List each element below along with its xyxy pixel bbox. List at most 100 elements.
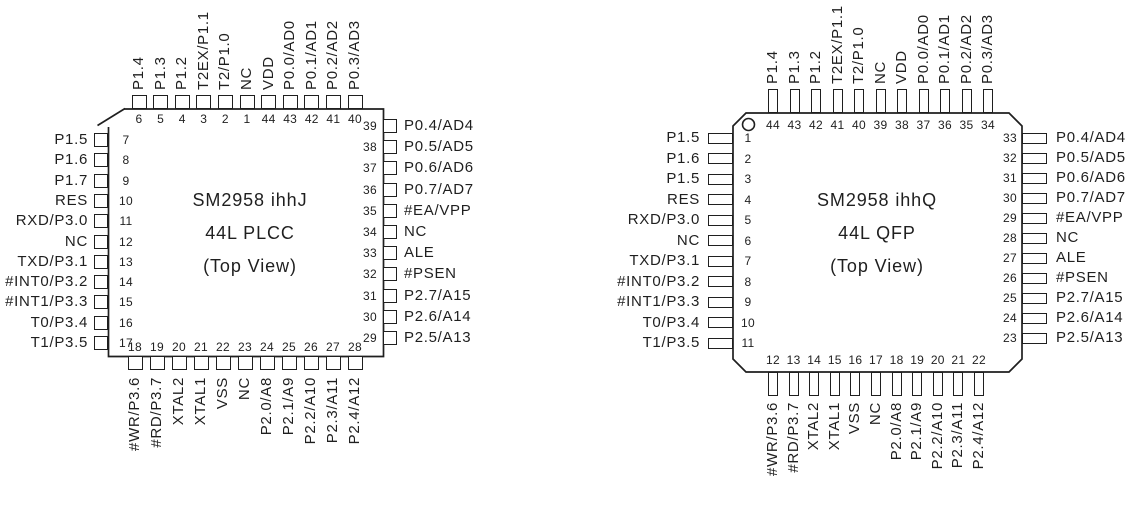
pin-number: 37 [363, 161, 377, 176]
qfp-pin-box [974, 372, 984, 396]
pin-label: ALE [404, 244, 435, 262]
pin-label: RES [55, 191, 88, 209]
pin-number: 1 [243, 112, 251, 126]
pin-label: TXD/P3.1 [629, 252, 700, 269]
pin-number: 1 [744, 131, 752, 145]
pin-number: 20 [930, 353, 945, 367]
plcc-pin-box [131, 95, 147, 109]
pin-number: 44 [261, 112, 276, 126]
pin-number: 39 [873, 118, 888, 132]
pin-label: RXD/P3.0 [627, 211, 700, 228]
pin-number: 12 [766, 353, 780, 367]
pin-number: 42 [809, 118, 823, 132]
pin-label: #WR/P3.6 [764, 402, 781, 476]
pin-number: 14 [119, 275, 133, 290]
pin-label: P0.0/AD0 [914, 14, 932, 84]
pin-label: T2/P1.0 [850, 26, 867, 84]
plcc-pin-box [94, 336, 108, 350]
pin-label: T0/P3.4 [642, 313, 700, 331]
pin-label: T1/P3.5 [30, 334, 88, 351]
qfp-pin-box [832, 89, 843, 113]
pin-number: 44 [766, 118, 780, 132]
pin-number: 34 [363, 225, 377, 239]
pin-number: 30 [363, 309, 377, 324]
pin-label: VDD [259, 56, 277, 90]
pin-number: 17 [119, 336, 133, 350]
pin-number: 13 [786, 353, 801, 367]
pin-number: 10 [119, 193, 133, 208]
pin-number: 4 [178, 112, 186, 126]
pin-label: ALE [1056, 249, 1087, 266]
plcc-pin-box [304, 95, 320, 109]
qfp-pin-box [932, 372, 943, 396]
pin-label: NC [1056, 229, 1080, 246]
pin-label: P0.6/AD6 [404, 159, 474, 177]
pin-number: 21 [951, 353, 966, 367]
qfp-pin-box [1022, 272, 1047, 284]
qfp-pin-box [768, 372, 778, 396]
chip-view: (Top View) [830, 256, 924, 276]
pin-number: 28 [1003, 231, 1017, 245]
pin-number: 41 [326, 112, 341, 126]
pin-label: P2.7/A15 [1056, 289, 1124, 306]
plcc-pin-box [383, 309, 397, 324]
pin-number: 25 [282, 340, 296, 354]
pin-label: P1.3 [151, 56, 169, 90]
pin-number: 9 [122, 173, 130, 188]
qfp-body-outline [732, 112, 1023, 373]
plcc-body-outline [107, 108, 385, 358]
qfp-pin-box [708, 296, 733, 308]
plcc-title-block: SM2958 ihhJ 44L PLCC (Top View) [193, 184, 308, 283]
pin-label: P2.4/A12 [970, 402, 987, 470]
pin-label: NC [676, 231, 700, 249]
pin-number: 22 [216, 340, 230, 354]
pin-number: 35 [363, 203, 377, 218]
pin-number: 23 [1003, 331, 1017, 345]
qfp-pin-box [788, 372, 799, 396]
pin-label: P1.7 [54, 171, 88, 189]
qfp-pin-box [940, 89, 950, 113]
pin-label: P1.5 [666, 170, 700, 187]
plcc-pin-box [171, 356, 187, 370]
pin-number: 32 [363, 267, 377, 282]
pin-label: NC [871, 60, 889, 84]
pin-label: P0.5/AD5 [404, 138, 474, 156]
pin-number: 19 [910, 353, 925, 367]
pin-number: 27 [1003, 251, 1017, 265]
pin-number: 29 [1003, 211, 1017, 225]
pin-label: P2.7/A15 [404, 286, 472, 304]
pin-label: VSS [214, 377, 231, 410]
qfp-pin-box [875, 89, 886, 113]
pin-label: NC [404, 223, 428, 240]
pin-label: P1.5 [54, 131, 88, 148]
plcc-pin-box [94, 193, 108, 208]
pin-label: XTAL1 [825, 402, 843, 451]
qfp-pin-box [1022, 172, 1047, 184]
qfp-pin-box [708, 132, 733, 144]
pin-label: NC [867, 402, 884, 426]
plcc-pin-box [193, 356, 209, 370]
pin-number: 10 [741, 315, 755, 330]
pin-label: P2.6/A14 [404, 307, 472, 325]
pin-number: 36 [938, 118, 952, 132]
pin-label: #EA/VPP [404, 201, 472, 219]
pin-number: 6 [135, 112, 143, 126]
plcc-pin-box [282, 95, 298, 109]
pin-number: 37 [916, 118, 931, 132]
qfp-pin-box [708, 276, 733, 287]
pin-label: P0.1/AD1 [302, 20, 320, 90]
qfp-pin-box [1022, 252, 1047, 264]
pin-number: 5 [744, 213, 752, 227]
pin-label: P1.6 [666, 149, 700, 167]
pin-label: P0.4/AD4 [1056, 129, 1126, 146]
pin-label: T2EX/P1.1 [194, 11, 212, 90]
plcc-pin-box [347, 356, 363, 370]
qfp-pin-box [811, 89, 821, 113]
pin-label: #PSEN [1056, 269, 1109, 286]
plcc-pin-box [383, 246, 397, 261]
qfp-pin-box [789, 89, 800, 113]
qfp-pin-box [1022, 232, 1047, 244]
plcc-pin-box [174, 95, 190, 109]
pin-label: P2.5/A13 [404, 329, 472, 346]
pin-number: 12 [119, 234, 133, 249]
